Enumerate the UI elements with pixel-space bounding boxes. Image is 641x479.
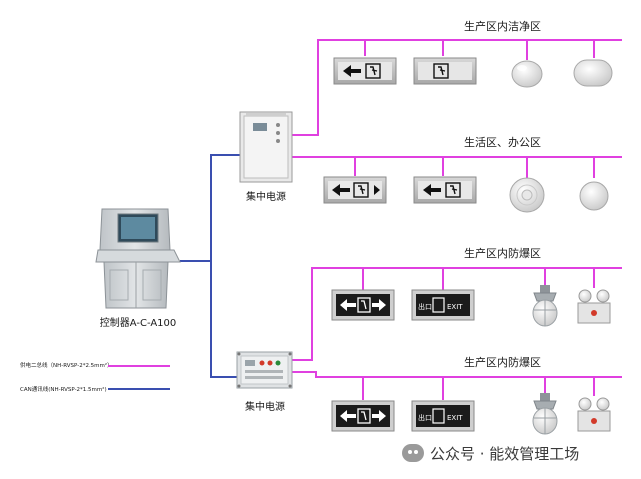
office-exit-sign-left bbox=[323, 176, 387, 204]
wechat-icon bbox=[402, 444, 424, 462]
power-cabinet-label: 集中电源 bbox=[246, 190, 286, 203]
office-dome-light bbox=[579, 181, 609, 211]
explosion-2-exit-sign-text: 出口 EXIT bbox=[411, 400, 475, 432]
clean-area-dome-light bbox=[511, 60, 543, 88]
clean-area-oval-light bbox=[573, 59, 613, 87]
central-power-cabinet bbox=[239, 111, 293, 183]
exit-cn-text: 出口 bbox=[418, 413, 432, 422]
section-label-explosion-1: 生产区内防爆区 bbox=[464, 246, 541, 260]
exit-en-text: EXIT bbox=[447, 303, 463, 311]
power-bus-wiring bbox=[292, 39, 622, 400]
controller-console bbox=[95, 208, 181, 309]
explosion-proof-power-box bbox=[236, 351, 293, 389]
legend: 供电二总线（NH-RVSP-2*2.5mm²） CAN通讯线(NH-RVSP-2… bbox=[20, 361, 170, 393]
section-label-explosion-2: 生产区内防爆区 bbox=[464, 355, 541, 369]
controller-label: 控制器A-C-A100 bbox=[100, 316, 177, 329]
clean-area-exit-sign-right bbox=[413, 57, 477, 85]
section-label-clean: 生产区内洁净区 bbox=[464, 19, 541, 33]
section-label-office: 生活区、办公区 bbox=[464, 135, 541, 149]
clean-area-exit-sign-left bbox=[333, 57, 397, 85]
explosion-2-twin-spot-light bbox=[577, 397, 611, 432]
explosion-1-twin-spot-light bbox=[577, 289, 611, 324]
explosion-1-exit-sign-arrows bbox=[331, 289, 395, 321]
office-exit-sign-right bbox=[413, 176, 477, 204]
explosion-2-proof-light bbox=[532, 393, 558, 435]
watermark: 公众号 · 能效管理工场 bbox=[402, 440, 579, 466]
watermark-text: 公众号 · 能效管理工场 bbox=[430, 444, 580, 463]
legend-can-label: CAN通讯线(NH-RVSP-2*1.5mm²) bbox=[20, 385, 107, 393]
legend-power-label: 供电二总线（NH-RVSP-2*2.5mm²） bbox=[20, 361, 113, 369]
explosion-2-exit-sign-arrows bbox=[331, 400, 395, 432]
explosion-power-box-label: 集中电源 bbox=[245, 400, 285, 413]
explosion-1-proof-light bbox=[532, 285, 558, 327]
exit-en-text: EXIT bbox=[447, 414, 463, 422]
wiring bbox=[180, 39, 622, 400]
exit-cn-text: 出口 bbox=[418, 302, 432, 311]
can-bus-wiring bbox=[180, 154, 240, 378]
explosion-1-exit-sign-text: 出口 EXIT bbox=[411, 289, 475, 321]
office-ceiling-light bbox=[509, 177, 545, 213]
